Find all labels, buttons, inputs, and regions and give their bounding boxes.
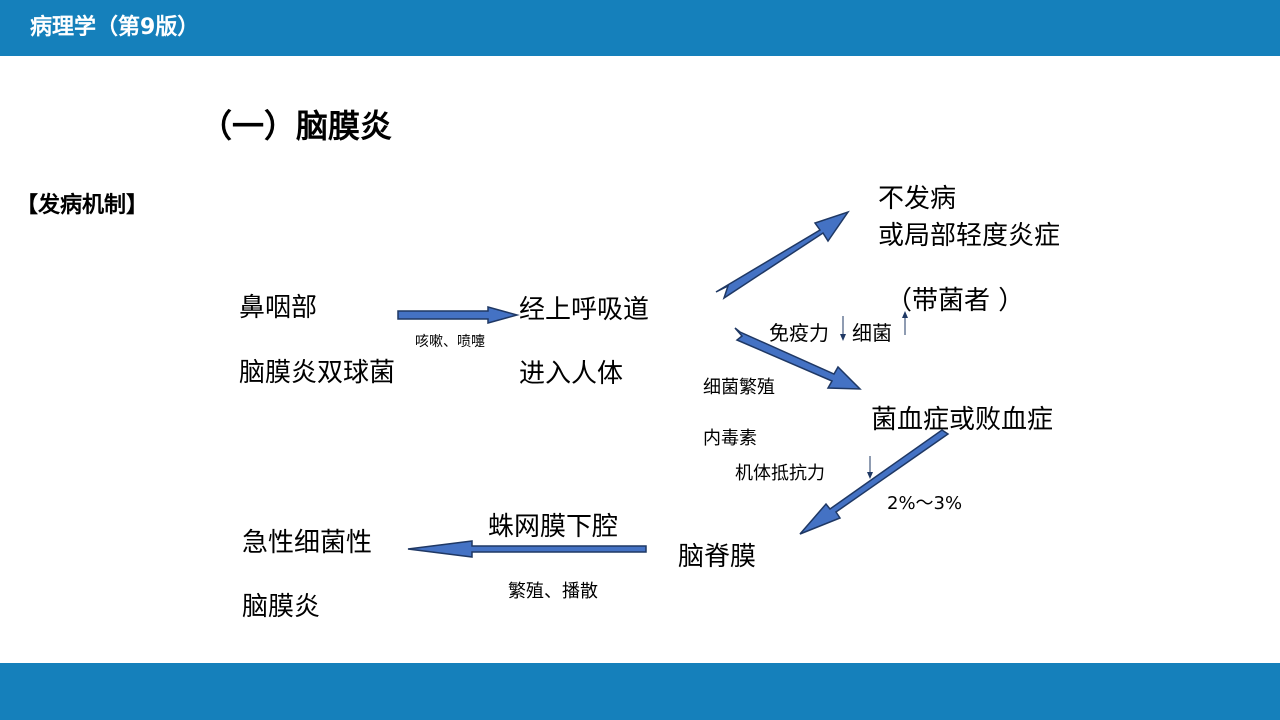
entry-target: 进入人体 [519,359,624,389]
bacteria-label: 细菌 [852,321,892,345]
carrier-label: （带菌者 ） [886,286,1025,316]
percentage-label: 2%～3% [887,493,963,514]
footer-bar [0,663,1280,720]
source-site: 鼻咽部 [239,293,318,323]
increase-arrow-bacteria [902,311,908,335]
endotoxin-label: 内毒素 [703,428,757,449]
subarachnoid-label: 蛛网膜下腔 [488,512,619,542]
resistance-label: 机体抵抗力 [735,463,825,484]
slide-heading: （一）脑膜炎 [200,107,393,145]
entry-route: 经上呼吸道 [519,295,650,325]
arrow-to-airway [397,306,520,324]
result-line2: 脑膜炎 [242,592,321,622]
header-bar: 病理学（第9版） [0,0,1280,56]
outcome-no-disease: 不发病 [878,184,957,214]
outcome-mild-inflammation: 或局部轻度炎症 [878,221,1061,251]
arrow-to-no-disease [715,210,850,300]
outcome-bacteremia: 菌血症或败血症 [871,405,1054,435]
arrow-to-meninges [799,429,950,535]
pathogen-name: 脑膜炎双球菌 [239,358,396,388]
proliferation-label: 细菌繁殖 [703,377,775,398]
route-label: 咳嗽、喷嚏 [415,334,485,350]
spread-label: 繁殖、播散 [508,581,598,602]
section-label: 【发病机制】 [16,193,149,218]
result-line1: 急性细菌性 [242,528,373,558]
decrease-arrow-immunity [840,316,846,341]
immunity-label: 免疫力 [769,321,829,345]
book-title: 病理学（第9版） [30,15,200,40]
meninges-label: 脑脊膜 [678,542,757,572]
arrow-to-meningitis [407,540,647,558]
arrow-to-bacteremia [734,327,862,390]
decrease-arrow-resistance [867,456,873,479]
